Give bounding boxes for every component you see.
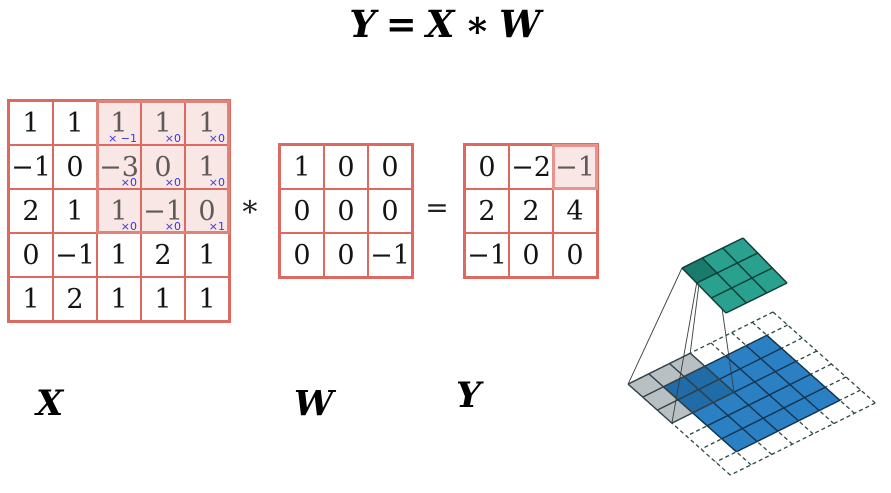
kernel-weight-annotation: ×0 [164, 176, 181, 189]
projection-line [627, 267, 683, 385]
projection-line [671, 282, 698, 424]
output-grid-line [711, 267, 773, 299]
kernel-weight-annotation: ×0 [164, 220, 181, 233]
kernel-window-grid-line [669, 362, 714, 404]
kernel-weight-annotation: × −1 [108, 132, 137, 145]
matrix-cell: 0 [280, 189, 324, 233]
matrix-cell: 0 [368, 145, 412, 189]
matrix-cell: 1 [53, 101, 97, 145]
matrix-cell: 2 [141, 233, 185, 277]
input-grid-line [721, 386, 826, 440]
matrix-cell: −1 [368, 233, 412, 277]
matrix-cell: 0 [324, 233, 368, 277]
matrix-cell: 2 [509, 189, 553, 233]
input-grid-line [736, 399, 841, 453]
matrix-cell: −2 [509, 145, 553, 189]
title-convolution-operator: ∗ [464, 2, 491, 46]
matrix-cell: 1 [97, 233, 141, 277]
matrix-cell: 1 [53, 189, 97, 233]
matrix-cell: 1 [185, 233, 229, 277]
kernel-window-grid-line [627, 383, 673, 424]
kernel-window-grid-line [671, 391, 735, 424]
kernel-weight-annotation: ×0 [164, 132, 181, 145]
title-input-symbol: X [425, 2, 456, 46]
matrix-cell: −3×0 [97, 145, 141, 189]
convolution-operator: ∗ [239, 189, 261, 224]
matrix-w-label: W [294, 383, 334, 424]
padding-grid-line [730, 402, 876, 476]
matrix-cell: −1 [53, 233, 97, 277]
padding-grid-line [772, 311, 876, 404]
kernel-weight-annotation: ×0 [120, 220, 137, 233]
kernel-window-grid-line [642, 365, 706, 398]
matrix-cell: 0 [509, 233, 553, 277]
kernel-window-grid-line [656, 378, 720, 411]
matrix-cell: 0 [9, 233, 53, 277]
input-grid-line [706, 373, 812, 427]
matrix-cell: 1×0 [185, 101, 229, 145]
matrix-y-label: Y [456, 375, 481, 416]
matrix-cell: 1 [9, 101, 53, 145]
output-grid-line [681, 237, 744, 269]
kernel-weight-annotation: ×0 [208, 132, 225, 145]
matrix-cell: 0 [553, 233, 597, 277]
matrix-cell: −1 [553, 145, 597, 189]
input-grid-line [766, 334, 841, 401]
output-grid-line [725, 282, 788, 314]
kernel-window-grid-line [689, 352, 735, 393]
matrix-cell: 0 [324, 189, 368, 233]
matrix-cell: 1× −1 [97, 101, 141, 145]
title-output-symbol: Y [349, 2, 377, 46]
convolution-3d-figure [627, 237, 876, 476]
input-grid-line [725, 355, 799, 422]
matrix-cell: 0 [53, 145, 97, 189]
matrix-cell: 0×0 [141, 145, 185, 189]
matrix-cell: −1 [465, 233, 509, 277]
matrix-cell: 0 [368, 189, 412, 233]
matrix-cell: 1 [141, 277, 185, 321]
kernel-window-grid-line [627, 352, 691, 385]
output-grid-line [742, 237, 788, 284]
equals-sign: = [425, 191, 449, 224]
matrix-cell: 1 [9, 277, 53, 321]
output-grid-line [681, 267, 727, 314]
matrix-cell: 0 [280, 233, 324, 277]
kernel-weight-annotation: ×1 [208, 220, 225, 233]
matrix-cell: 0 [465, 145, 509, 189]
matrix-cell: 1 [97, 277, 141, 321]
matrix-cell: 0×1 [185, 189, 229, 233]
matrix-cell: 1×0 [185, 145, 229, 189]
matrix-x-label: X [36, 383, 64, 424]
kernel-weight-annotation: ×0 [120, 176, 137, 189]
matrix-cell: 1×0 [97, 189, 141, 233]
output-grid-line [696, 252, 759, 284]
kernel-weight-annotation: ×0 [208, 176, 225, 189]
matrix-cell: −1 [9, 145, 53, 189]
kernel-window-grid-line [648, 373, 694, 414]
matrix-cell: 0 [324, 145, 368, 189]
matrix-cell: 1 [185, 277, 229, 321]
matrix-cell: 2 [53, 277, 97, 321]
matrix-cell: −1×0 [141, 189, 185, 233]
output-grid-line [722, 247, 768, 294]
matrix-cell: 4 [553, 189, 597, 233]
matrix-cell: 1×0 [141, 101, 185, 145]
matrix-cell: 2 [9, 189, 53, 233]
output-grid-line [701, 257, 747, 304]
title-kernel-symbol: W [499, 2, 542, 46]
title-formula: Y=X∗W [0, 2, 891, 46]
input-grid-line [745, 345, 820, 412]
matrix-cell: 1 [280, 145, 324, 189]
matrix-cell: 2 [465, 189, 509, 233]
input-feature-map [663, 335, 840, 452]
title-equals-sign: = [385, 2, 417, 46]
